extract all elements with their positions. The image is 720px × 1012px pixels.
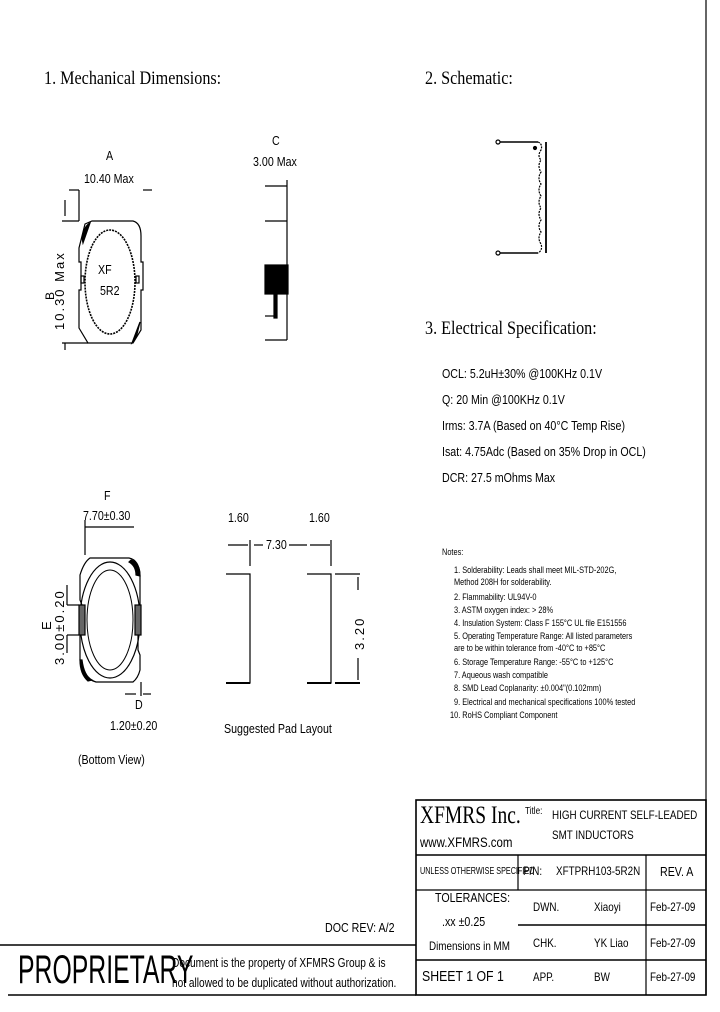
section-electrical-title: 3. Electrical Specification: [425, 318, 597, 339]
spec-isat: Isat: 4.75Adc (Based on 35% Drop in OCL) [442, 444, 646, 459]
spec-ocl: OCL: 5.2uH±30% @100KHz 0.1V [442, 366, 603, 381]
note-item: 4. Insulation System: Class F 155°C UL f… [454, 618, 627, 628]
electrical-spec-list: OCL: 5.2uH±30% @100KHz 0.1V Q: 20 Min @1… [442, 366, 691, 496]
section-mechanical-title: 1. Mechanical Dimensions: [44, 68, 222, 89]
dim-f-label: F [104, 488, 111, 503]
note-item: 3. ASTM oxygen index: > 28% [454, 605, 554, 615]
pad-height: 3.20 [352, 616, 367, 650]
revision: REV. A [660, 864, 694, 879]
dim-a-value: 10.40 Max [84, 171, 134, 186]
title-line1: HIGH CURRENT SELF-LEADED [552, 808, 698, 822]
note-item: 1. Solderability: Leads shall meet MIL-S… [454, 565, 617, 575]
drawn-date: Feb-27-09 [650, 900, 696, 914]
note-item: 6. Storage Temperature Range: -55°C to +… [454, 657, 614, 667]
marking-line1: XF [98, 262, 112, 277]
company-name: XFMRS Inc. [420, 802, 521, 829]
note-item: 8. SMD Lead Coplanarity: ±0.004"(0.102mm… [454, 683, 602, 693]
note-item: are to be within tolerance from -40°C to… [454, 643, 606, 653]
proprietary-notice-line1: Document is the property of XFMRS Group … [172, 955, 386, 970]
spec-dcr: DCR: 27.5 mOhms Max [442, 470, 556, 485]
note-item: 10. RoHS Compliant Component [450, 710, 558, 720]
approved-name: BW [594, 970, 610, 984]
dim-a-label: A [106, 148, 114, 163]
pad-layout-caption: Suggested Pad Layout [224, 721, 332, 736]
dimensions-unit: Dimensions in MM [429, 939, 510, 953]
note-item: 7. Aqueous wash compatible [454, 670, 548, 680]
dim-b-value: 10.30 Max [52, 251, 67, 330]
proprietary-notice-line2: not allowed to be duplicated without aut… [172, 975, 397, 990]
spec-q: Q: 20 Min @100KHz 0.1V [442, 392, 565, 407]
title-line2: SMT INDUCTORS [552, 828, 634, 842]
marking-line2: 5R2 [100, 283, 120, 298]
pad-spacing: 7.30 [266, 537, 287, 552]
pad-right-width: 1.60 [309, 510, 330, 525]
drawn-role: DWN. [533, 900, 560, 914]
tolerance-value: .xx ±0.25 [442, 914, 486, 929]
dim-c-value: 3.00 Max [253, 154, 297, 169]
checked-role: CHK. [533, 936, 557, 950]
note-item: 9. Electrical and mechanical specificati… [454, 697, 636, 707]
dim-e-value: 3.00±0.20 [52, 589, 67, 665]
dim-d-label: D [135, 697, 143, 712]
pad-left-width: 1.60 [228, 510, 249, 525]
company-website: www.XFMRS.com [420, 834, 513, 850]
checked-date: Feb-27-09 [650, 936, 696, 950]
notes-list: 1. Solderability: Leads shall meet MIL-S… [450, 565, 675, 723]
dim-f-value: 7.70±0.30 [83, 508, 131, 523]
dim-d-value: 1.20±0.20 [110, 718, 158, 733]
dim-c-label: C [272, 133, 280, 148]
proprietary-banner: PROPRIETARY [18, 948, 194, 992]
sheet-number: SHEET 1 OF 1 [422, 968, 504, 985]
notes-title: Notes: [442, 547, 464, 557]
note-item: Method 208H for solderability. [454, 577, 552, 587]
drawn-name: Xiaoyi [594, 900, 621, 914]
approved-role: APP. [533, 970, 555, 984]
spec-irms: Irms: 3.7A (Based on 40°C Temp Rise) [442, 418, 626, 433]
pn-label: P/N: [523, 864, 543, 878]
unless-specified: UNLESS OTHERWISE SPECIFIED [420, 866, 535, 877]
note-item: 5. Operating Temperature Range: All list… [454, 631, 633, 641]
tolerances-label: TOLERANCES: [435, 890, 511, 905]
bottom-view-caption: (Bottom View) [78, 752, 145, 767]
doc-revision: DOC REV: A/2 [325, 920, 395, 935]
approved-date: Feb-27-09 [650, 970, 696, 984]
checked-name: YK Liao [594, 936, 629, 950]
pn-value: XFTPRH103-5R2N [556, 864, 641, 878]
title-label: Title: [525, 806, 543, 817]
note-item: 2. Flammability: UL94V-0 [454, 592, 537, 602]
section-schematic-title: 2. Schematic: [425, 68, 513, 89]
